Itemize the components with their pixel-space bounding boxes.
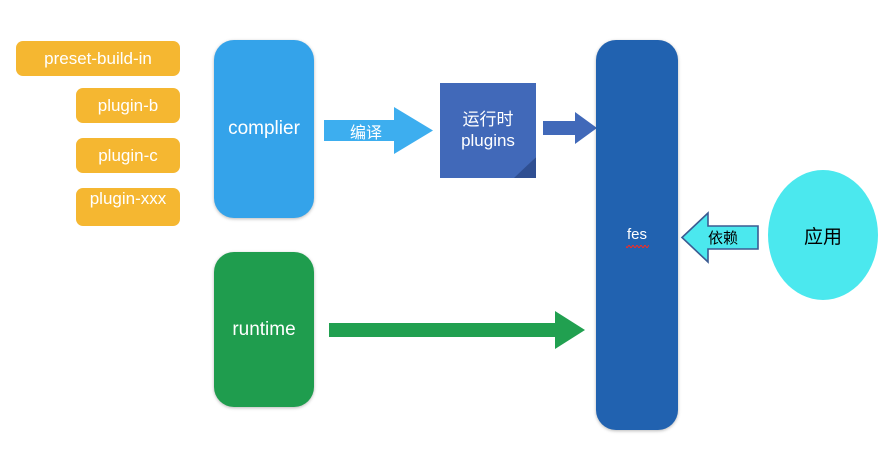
- plugin-chip-label: preset-build-in: [44, 48, 152, 68]
- arrow-runtime-to-fes[interactable]: [329, 311, 585, 349]
- node-fes-label: fes: [625, 226, 650, 248]
- plugin-chip-label: plugin-c: [98, 145, 158, 165]
- node-runtime-plugins-line2: plugins: [461, 130, 515, 150]
- arrow-plugins-to-fes-tail-ticks: [543, 121, 549, 135]
- plugin-chip-label: plugin-b: [97, 95, 159, 115]
- plugin-chip-plugin-c[interactable]: plugin-c: [76, 138, 180, 173]
- node-complier[interactable]: complier: [214, 40, 314, 218]
- arrow-runtime-to-fes-shape: [329, 311, 585, 349]
- node-runtime-plugins[interactable]: 运行时 plugins: [440, 83, 536, 178]
- plugin-chip-plugin-b[interactable]: plugin-b: [76, 88, 180, 123]
- node-fes[interactable]: fes: [596, 40, 678, 430]
- node-runtime-label: runtime: [232, 318, 296, 340]
- arrow-depend[interactable]: 依赖: [680, 211, 759, 264]
- arrow-plugins-to-fes[interactable]: [543, 112, 597, 144]
- node-runtime-plugins-text: 运行时 plugins: [461, 110, 515, 151]
- node-app-label: 应用: [803, 226, 842, 248]
- node-runtime-plugins-line1: 运行时: [462, 110, 514, 130]
- node-runtime[interactable]: runtime: [214, 252, 314, 407]
- node-runtime-plugins-body: 运行时 plugins: [440, 83, 536, 178]
- arrow-depend-shape: [680, 211, 759, 264]
- arrow-compile-tail-ticks: [324, 120, 330, 141]
- plugin-chip-label: plugin-xxx: [89, 189, 167, 208]
- arrow-plugins-to-fes-shape: [543, 112, 597, 144]
- node-complier-label: complier: [228, 118, 300, 140]
- plugin-chip-preset-build-in[interactable]: preset-build-in: [16, 41, 180, 76]
- arrow-compile-shape: [324, 107, 433, 154]
- plugin-chip-plugin-xxx[interactable]: plugin-xxx: [76, 188, 180, 226]
- arrow-compile[interactable]: 编译: [324, 107, 433, 154]
- arrow-runtime-to-fes-tail-ticks: [329, 323, 335, 337]
- node-app[interactable]: 应用: [768, 170, 878, 300]
